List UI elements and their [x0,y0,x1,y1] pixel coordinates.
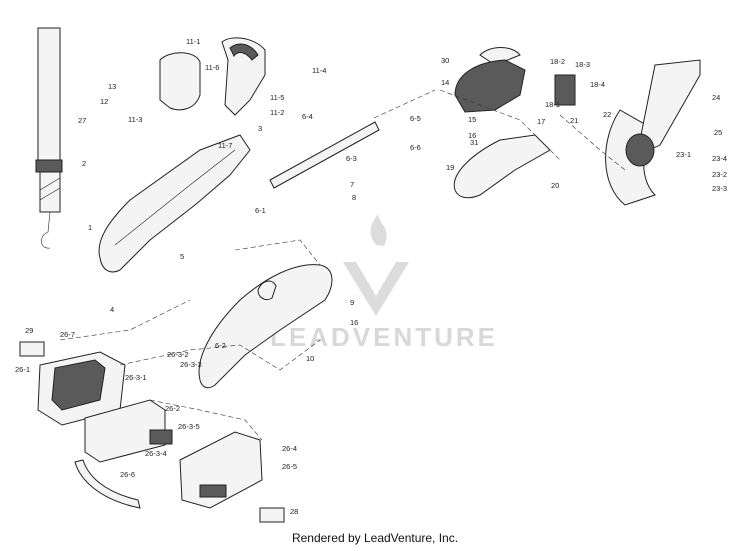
part-label: 26-3-2 [167,350,189,359]
part-label: 15 [468,115,476,124]
part-label: 2 [82,159,86,168]
part-label: 11-7 [218,141,232,150]
part-label: 14 [441,78,449,87]
part-label: 6-4 [302,112,313,121]
power-cord [74,459,141,509]
part-label: 12 [100,97,108,106]
battery-cover [179,431,263,509]
trimmer-head [453,47,576,199]
part-label: 11-6 [205,63,219,72]
part-label: 28 [290,507,298,516]
leader-lines [59,89,626,441]
part-label: 4 [110,305,114,314]
part-label: 11-3 [128,115,142,124]
label-plate-29 [19,341,45,357]
watermark-text: LEADVENTURE [270,322,498,352]
part-label: 26-5 [282,462,297,471]
shoulder-strap [35,27,63,249]
part-label: 9 [350,298,354,307]
part-label: 1 [88,223,92,232]
part-label: 16 [468,131,476,140]
part-label: 6-3 [346,154,357,163]
part-label: 20 [551,181,559,190]
render-credit: Rendered by LeadVenture, Inc. [291,531,459,545]
battery-pack [84,399,173,463]
part-label: 11-1 [186,37,200,46]
part-label: 6-6 [410,143,421,152]
rear-handle [159,37,266,116]
part-label: 26-3-3 [180,360,202,369]
part-label: 11-5 [270,93,284,102]
part-label: 13 [108,82,116,91]
part-label: 26-6 [120,470,135,479]
watermark-logo: LEADVENTURE [270,214,498,352]
part-label: 30 [441,56,449,65]
part-label: 31 [470,138,478,147]
part-label: 7 [350,180,354,189]
part-label: 23-2 [712,170,727,179]
part-label: 26-3-5 [178,422,200,431]
part-label: 6-5 [410,114,421,123]
part-label: 18-3 [575,60,590,69]
part-label: 18-1 [545,100,560,109]
part-label: 11-4 [312,66,326,75]
part-label: 18-4 [590,80,605,89]
part-label: 26-3-4 [145,449,167,458]
main-housing [98,134,251,273]
part-label: 23-1 [676,150,691,159]
part-label: 19 [446,163,454,172]
part-label: 17 [537,117,545,126]
part-label: 8 [352,193,356,202]
part-label: 5 [180,252,184,261]
part-label: 21 [570,116,578,125]
part-label: 3 [258,124,262,133]
part-label: 26-4 [282,444,297,453]
motor-housing [198,264,333,389]
part-label: 24 [712,93,720,102]
part-label: 26-7 [60,330,75,339]
part-label: 29 [25,326,33,335]
part-label: 11-2 [270,108,284,117]
part-label: 16 [350,318,358,327]
part-label: 27 [78,116,86,125]
part-label: 23-4 [712,154,727,163]
flame-v-logo-icon [343,214,409,316]
part-label: 26-3-1 [125,373,147,382]
part-label: 6-1 [255,206,266,215]
part-label: 23-3 [712,184,727,193]
part-label: 25 [714,128,722,137]
part-label: 6-2 [215,341,226,350]
battery-housing [37,351,126,426]
part-label: 26-2 [165,404,180,413]
part-label: 26-1 [15,365,30,374]
cutting-guard [605,59,701,206]
shaft-tube [269,89,436,189]
part-label: 22 [603,110,611,119]
label-plate-28 [259,507,285,523]
part-label: 10 [306,354,314,363]
part-label: 18-2 [550,57,565,66]
